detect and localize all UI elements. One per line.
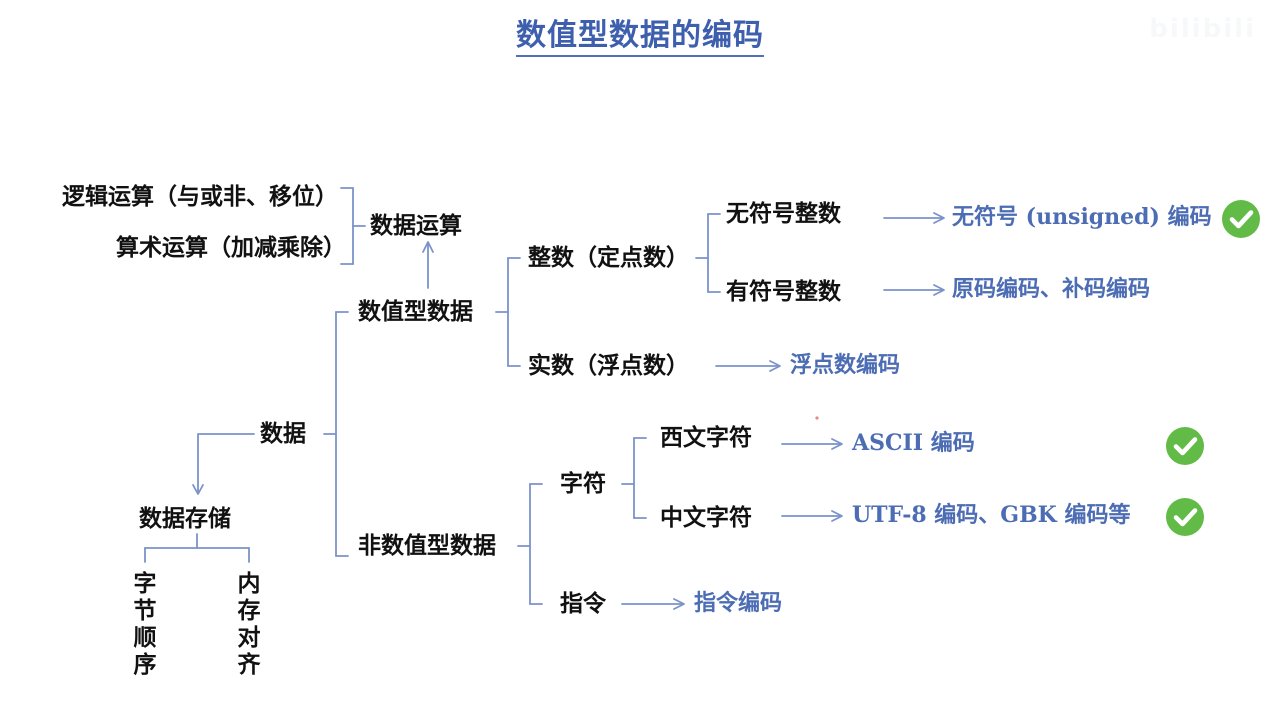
connector-data-to-storage xyxy=(197,433,255,493)
node-integer: 整数（定点数） xyxy=(528,244,689,271)
node-non-numeric-data: 非数值型数据 xyxy=(358,532,496,559)
label-unsigned-encoding: 无符号 (unsigned) 编码 xyxy=(952,204,1212,230)
node-data-operation: 数据运算 xyxy=(370,212,462,239)
page-title-text: 数值型数据的编码 xyxy=(516,18,764,57)
node-character: 字符 xyxy=(560,470,606,497)
artifact-dot xyxy=(815,416,819,420)
node-unsigned-integer: 无符号整数 xyxy=(726,200,841,227)
node-numeric-data: 数值型数据 xyxy=(358,298,473,325)
connector-data-to-storage-arrowhead xyxy=(192,484,204,495)
connector-numeric-to-operation-arrowhead xyxy=(422,241,434,253)
node-chinese-char: 中文字符 xyxy=(660,504,752,531)
node-instruction: 指令 xyxy=(560,590,606,617)
arrow-instruction-head xyxy=(673,598,685,610)
node-logic-operation: 逻辑运算（与或非、移位） xyxy=(62,183,338,210)
node-byte-order: 字节顺序 xyxy=(133,570,157,679)
label-utf8-gbk-encoding: UTF-8 编码、GBK 编码等 xyxy=(852,502,1131,528)
arrow-ascii-head xyxy=(831,438,843,450)
check-circle-icon xyxy=(1166,498,1204,536)
arrow-float-head xyxy=(769,360,781,372)
arrow-signed-head xyxy=(933,284,945,296)
node-real: 实数（浮点数） xyxy=(528,352,689,379)
node-data-storage: 数据存储 xyxy=(139,505,231,532)
label-float-encoding: 浮点数编码 xyxy=(790,352,901,378)
node-arithmetic-operation: 算术运算（加减乘除） xyxy=(116,234,346,261)
page-title: 数值型数据的编码 xyxy=(0,10,1280,57)
arrow-unsigned-head xyxy=(933,212,945,224)
node-memory-align: 内存对齐 xyxy=(237,570,261,679)
check-circle-icon xyxy=(1222,200,1260,238)
bilibili-watermark: bilibili xyxy=(1149,14,1256,44)
node-western-char: 西文字符 xyxy=(660,424,752,451)
label-ascii-encoding: ASCII 编码 xyxy=(852,430,975,456)
node-signed-integer: 有符号整数 xyxy=(726,278,841,305)
label-signed-encoding: 原码编码、补码编码 xyxy=(952,276,1151,302)
label-instruction-encoding: 指令编码 xyxy=(694,590,783,616)
node-data: 数据 xyxy=(260,420,306,447)
check-circle-icon xyxy=(1166,427,1204,465)
arrow-utf8-head xyxy=(831,510,843,522)
